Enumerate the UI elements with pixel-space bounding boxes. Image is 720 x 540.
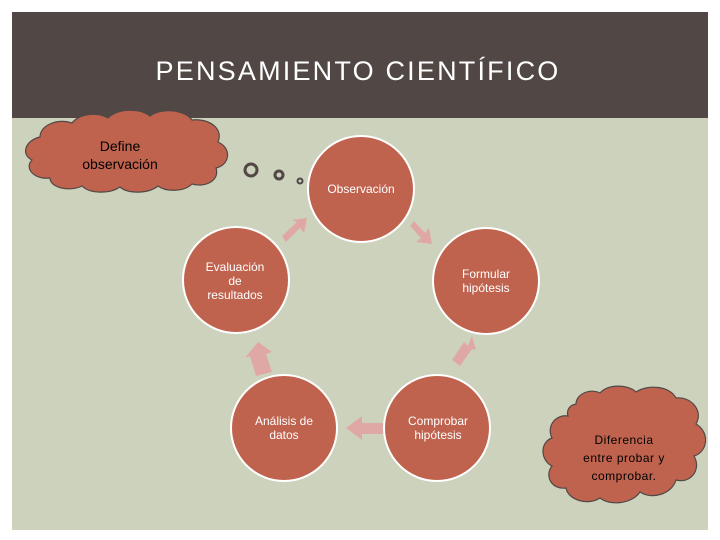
define-cloud	[24, 109, 229, 193]
define-callout-line2: observación	[82, 156, 158, 172]
node-analisis	[230, 374, 338, 482]
diferencia-callout-line1: Diferencia	[594, 433, 654, 447]
node-comprobar-label: Comprobar hipótesis	[407, 414, 469, 442]
diferencia-callout-line2: entre probar y	[583, 451, 665, 465]
thought-dot-2	[273, 169, 285, 181]
node-analisis-label: Análisis de datos	[254, 414, 314, 442]
define-callout-text: Define observación	[60, 137, 180, 173]
node-evaluacion-label: Evaluación de resultados	[205, 260, 265, 302]
node-formular	[432, 227, 540, 335]
thought-dot-1	[243, 162, 259, 178]
diferencia-callout-text: Diferencia entre probar y comprobar.	[570, 431, 678, 485]
node-formular-label: Formular hipótesis	[461, 267, 510, 295]
arrow-observacion-to-formular	[410, 221, 432, 244]
thought-dot-3	[296, 177, 304, 185]
node-comprobar	[383, 374, 491, 482]
define-callout-line1: Define	[99, 138, 141, 154]
diferencia-callout-line3: comprobar.	[591, 469, 657, 483]
arrow-comprobar-to-analisis	[346, 416, 388, 440]
arrow-evaluacion-to-observacion	[282, 218, 307, 242]
arrow-formular-to-comprobar	[452, 336, 476, 366]
node-observacion	[307, 135, 415, 243]
node-observacion-label: Observación	[327, 182, 395, 196]
slide-title: PENSAMIENTO CIENTÍFICO	[155, 56, 561, 86]
arrow-analisis-to-evaluacion	[245, 342, 272, 376]
diferencia-cloud	[542, 385, 707, 504]
node-evaluacion	[182, 226, 290, 334]
title-bar	[12, 12, 708, 118]
